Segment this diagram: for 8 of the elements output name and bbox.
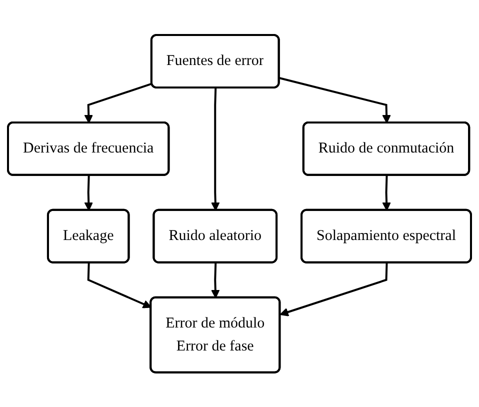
arrow — [382, 175, 391, 211]
arrow — [87, 262, 152, 308]
arrow — [84, 175, 94, 211]
arrow — [211, 88, 220, 211]
arrow — [84, 82, 152, 124]
arrow — [280, 262, 388, 316]
arrow — [279, 76, 391, 124]
arrow — [211, 262, 220, 298]
